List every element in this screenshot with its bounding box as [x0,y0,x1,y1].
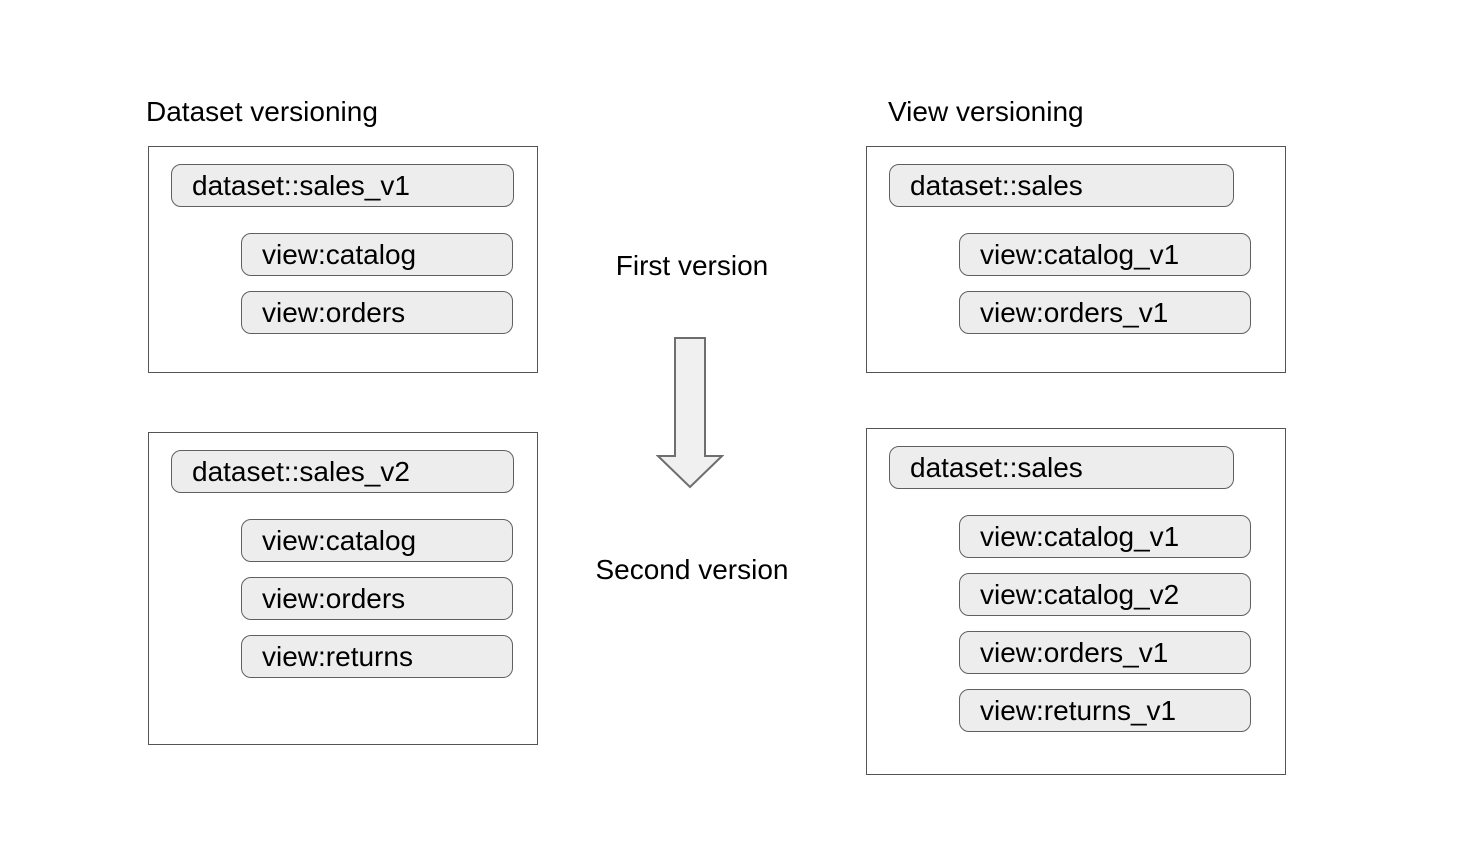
dataset-version-pill: dataset::sales [889,446,1234,489]
dataset-versioning-first-box: dataset::sales_v1 view:catalog view:orde… [148,146,538,373]
view-pill: view:orders [241,577,513,620]
view-pill: view:returns_v1 [959,689,1251,732]
view-pill: view:returns [241,635,513,678]
down-arrow-icon [655,337,725,489]
dataset-version-pill: dataset::sales_v1 [171,164,514,207]
view-pill: view:catalog [241,233,513,276]
dataset-version-pill: dataset::sales [889,164,1234,207]
view-pill: view:orders_v1 [959,291,1251,334]
view-versioning-first-box: dataset::sales view:catalog_v1 view:orde… [866,146,1286,373]
view-pill: view:catalog [241,519,513,562]
dataset-versioning-second-box: dataset::sales_v2 view:catalog view:orde… [148,432,538,745]
dataset-version-pill: dataset::sales_v2 [171,450,514,493]
first-version-label: First version [615,250,769,281]
view-pill: view:catalog_v2 [959,573,1251,616]
view-pill: view:catalog_v1 [959,515,1251,558]
view-pill: view:catalog_v1 [959,233,1251,276]
view-versioning-title: View versioning [888,96,1084,127]
view-pill: view:orders [241,291,513,334]
view-versioning-second-box: dataset::sales view:catalog_v1 view:cata… [866,428,1286,775]
dataset-versioning-title: Dataset versioning [146,96,378,127]
view-pill: view:orders_v1 [959,631,1251,674]
second-version-label: Second version [595,554,789,585]
